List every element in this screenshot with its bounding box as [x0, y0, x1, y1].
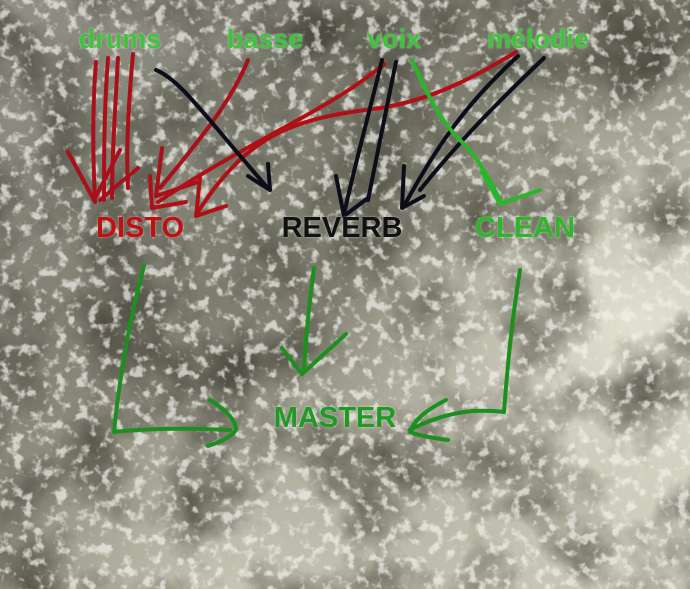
source-label-melodie: mélodie	[486, 24, 590, 54]
master-label: MASTER	[273, 402, 397, 434]
source-label-voix: voix	[366, 24, 422, 54]
bus-label-clean: CLEAN	[475, 212, 575, 244]
source-label-drums: drums	[78, 24, 162, 54]
arrow-drums-to-reverb	[154, 68, 272, 192]
arrow-voix-to-reverb	[334, 58, 398, 218]
bus-label-reverb: REVERB	[281, 212, 403, 244]
bus-label-disto: DISTO	[95, 212, 185, 244]
arrow-disto-to-master	[112, 264, 238, 448]
source-label-basse: basse	[226, 24, 304, 54]
arrow-clean-to-master	[408, 268, 522, 442]
arrow-drums-to-disto	[66, 52, 140, 204]
arrow-voix-to-disto	[148, 62, 386, 210]
arrow-melodie-to-reverb	[400, 54, 546, 210]
arrow-voix-to-clean	[410, 58, 542, 206]
arrow-reverb-to-master	[280, 266, 348, 376]
